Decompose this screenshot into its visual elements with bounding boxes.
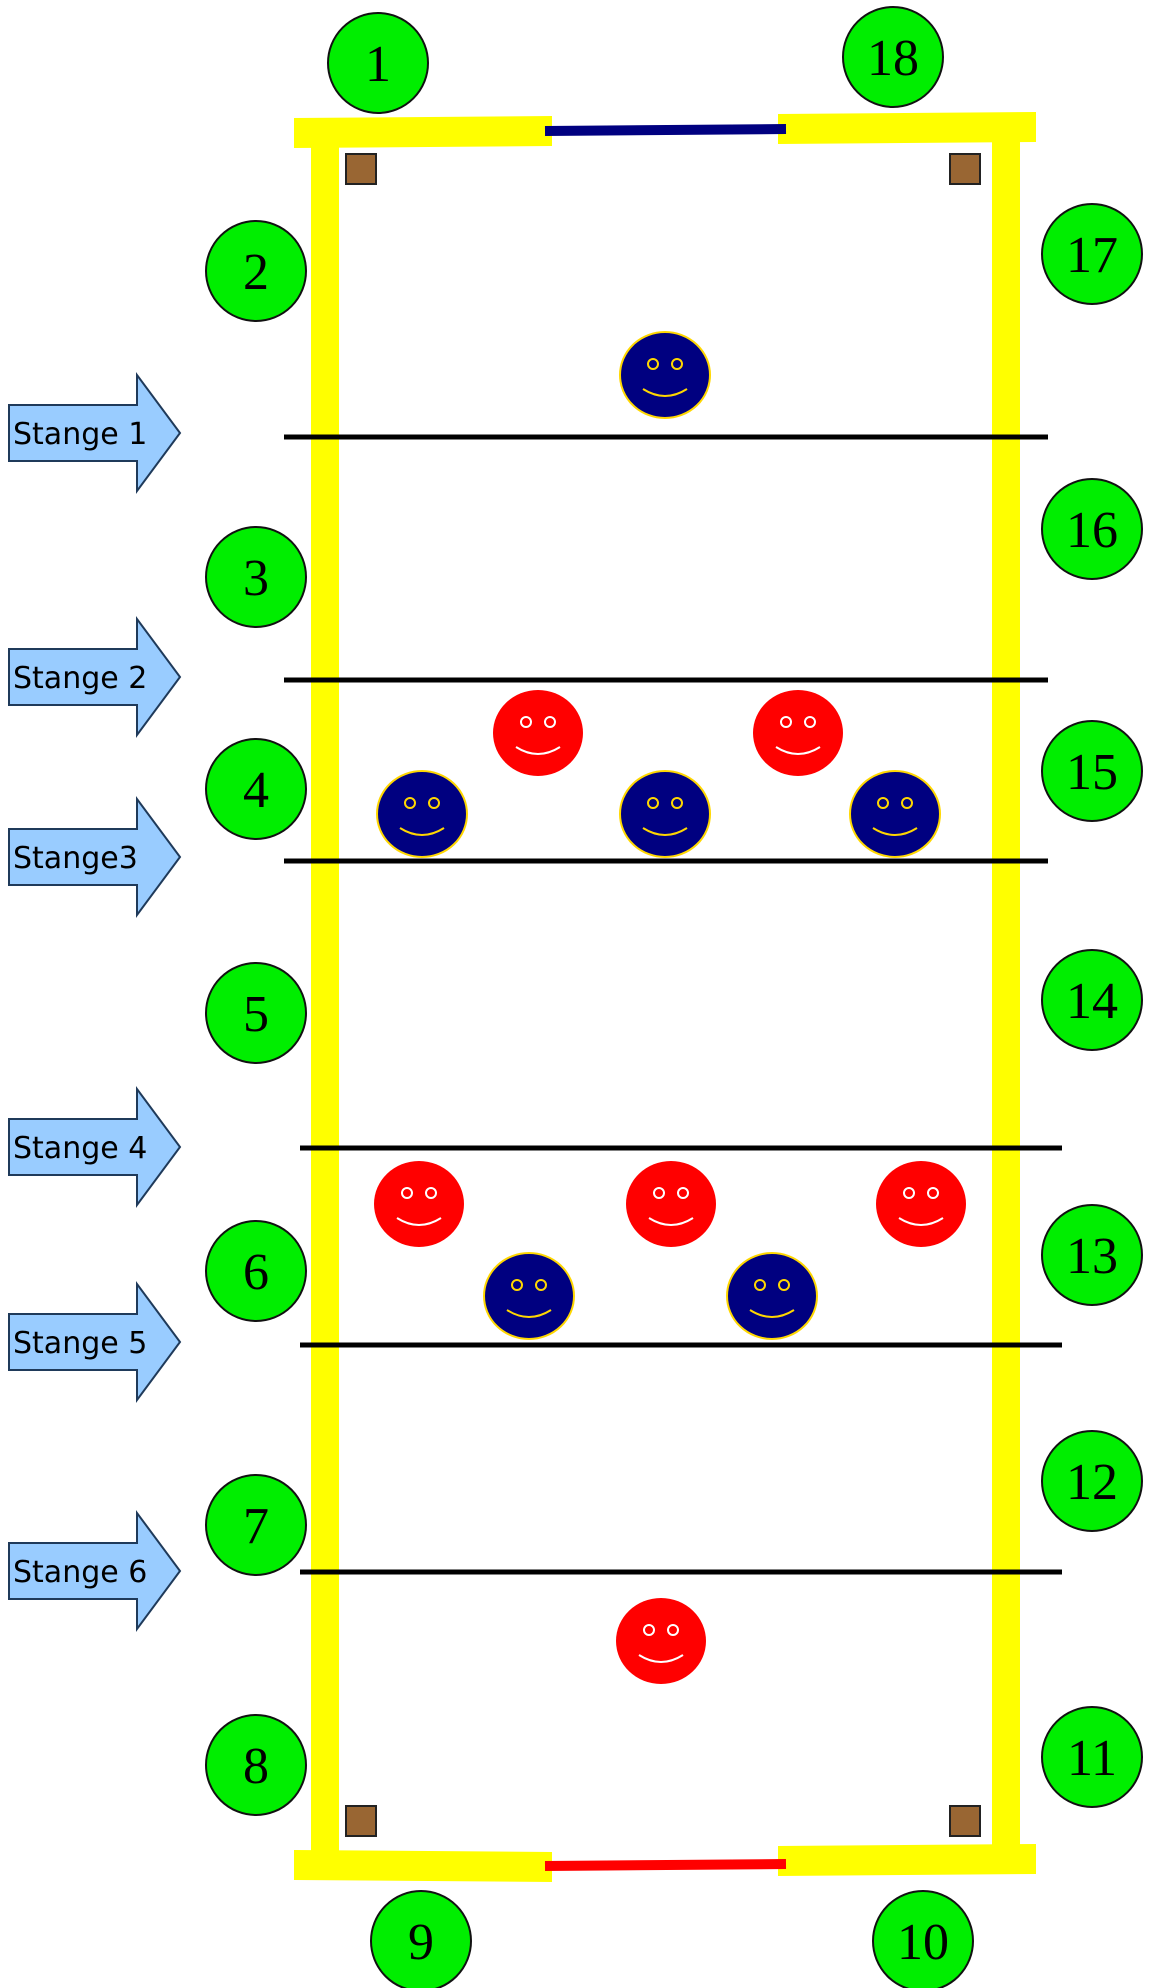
- bar-label-arrow: Stange 6: [8, 1509, 182, 1633]
- position-circle: 4: [205, 738, 307, 840]
- player-red: [753, 690, 843, 776]
- player-red: [876, 1161, 966, 1247]
- player-red: [493, 690, 583, 776]
- position-circle: 10: [872, 1890, 974, 1988]
- position-circle: 15: [1041, 720, 1143, 822]
- position-number: 4: [243, 762, 269, 819]
- position-number: 7: [243, 1498, 269, 1555]
- position-circle: 3: [205, 526, 307, 628]
- player-red: [626, 1161, 716, 1247]
- position-circle: 2: [205, 220, 307, 322]
- goal-bottom: [544, 1859, 787, 1871]
- position-number: 3: [243, 550, 269, 607]
- field-border-bottom-left: [294, 1850, 552, 1882]
- position-circle: 12: [1041, 1430, 1143, 1532]
- position-number: 16: [1066, 502, 1118, 559]
- position-circle: 18: [842, 6, 944, 108]
- bar-label-arrow: Stange 5: [8, 1280, 182, 1404]
- field-border-right: [992, 140, 1020, 1862]
- position-circle: 14: [1041, 949, 1143, 1051]
- corner-marker: [949, 153, 981, 185]
- position-number: 2: [243, 244, 269, 301]
- corner-marker: [345, 1805, 377, 1837]
- position-number: 18: [867, 30, 919, 87]
- position-number: 10: [897, 1914, 949, 1971]
- bar-label-arrow: Stange3: [8, 795, 182, 919]
- bar-label-arrow: Stange 2: [8, 615, 182, 739]
- goal-top: [544, 124, 787, 136]
- position-circle: 11: [1041, 1706, 1143, 1808]
- position-number: 1: [365, 36, 391, 93]
- position-circle: 1: [327, 12, 429, 114]
- bar-label-arrow: Stange 1: [8, 371, 182, 495]
- position-circle: 17: [1041, 203, 1143, 305]
- corner-marker: [345, 153, 377, 185]
- position-circle: 7: [205, 1474, 307, 1576]
- position-number: 5: [243, 986, 269, 1043]
- player-blue: [849, 770, 941, 858]
- player-blue: [376, 770, 468, 858]
- position-number: 13: [1066, 1228, 1118, 1285]
- position-number: 14: [1066, 973, 1118, 1030]
- position-number: 9: [408, 1914, 434, 1971]
- position-number: 15: [1066, 744, 1118, 801]
- position-circle: 5: [205, 962, 307, 1064]
- player-blue: [619, 770, 711, 858]
- position-circle: 8: [205, 1714, 307, 1816]
- player-blue: [483, 1252, 575, 1340]
- player-red: [374, 1161, 464, 1247]
- field-border-top-left: [294, 116, 552, 148]
- player-red: [616, 1598, 706, 1684]
- field-border-top-right: [778, 112, 1036, 144]
- bar-label: Stange 2: [13, 661, 147, 696]
- corner-marker: [949, 1805, 981, 1837]
- position-circle: 9: [370, 1890, 472, 1988]
- player-blue: [726, 1252, 818, 1340]
- corner-markers: [345, 153, 981, 1837]
- bar-label-arrow: Stange 4: [8, 1085, 182, 1209]
- field-border-bottom-right: [778, 1844, 1036, 1876]
- position-number: 17: [1066, 227, 1118, 284]
- field-border-left: [311, 142, 339, 1862]
- bar-label: Stange 1: [13, 417, 147, 452]
- bar-lines: [284, 434, 1062, 1575]
- field-border: [294, 112, 1036, 1882]
- player-blue: [619, 331, 711, 419]
- position-circle: 16: [1041, 478, 1143, 580]
- bar-label: Stange 6: [13, 1555, 147, 1590]
- players: [374, 331, 966, 1684]
- bar-label: Stange 5: [13, 1326, 147, 1361]
- bar-label: Stange 4: [13, 1131, 147, 1166]
- position-number: 8: [243, 1738, 269, 1795]
- position-number: 11: [1067, 1730, 1117, 1787]
- bar-label: Stange3: [13, 841, 138, 876]
- position-number: 12: [1066, 1454, 1118, 1511]
- position-circle: 6: [205, 1220, 307, 1322]
- position-circle: 13: [1041, 1204, 1143, 1306]
- position-number: 6: [243, 1244, 269, 1301]
